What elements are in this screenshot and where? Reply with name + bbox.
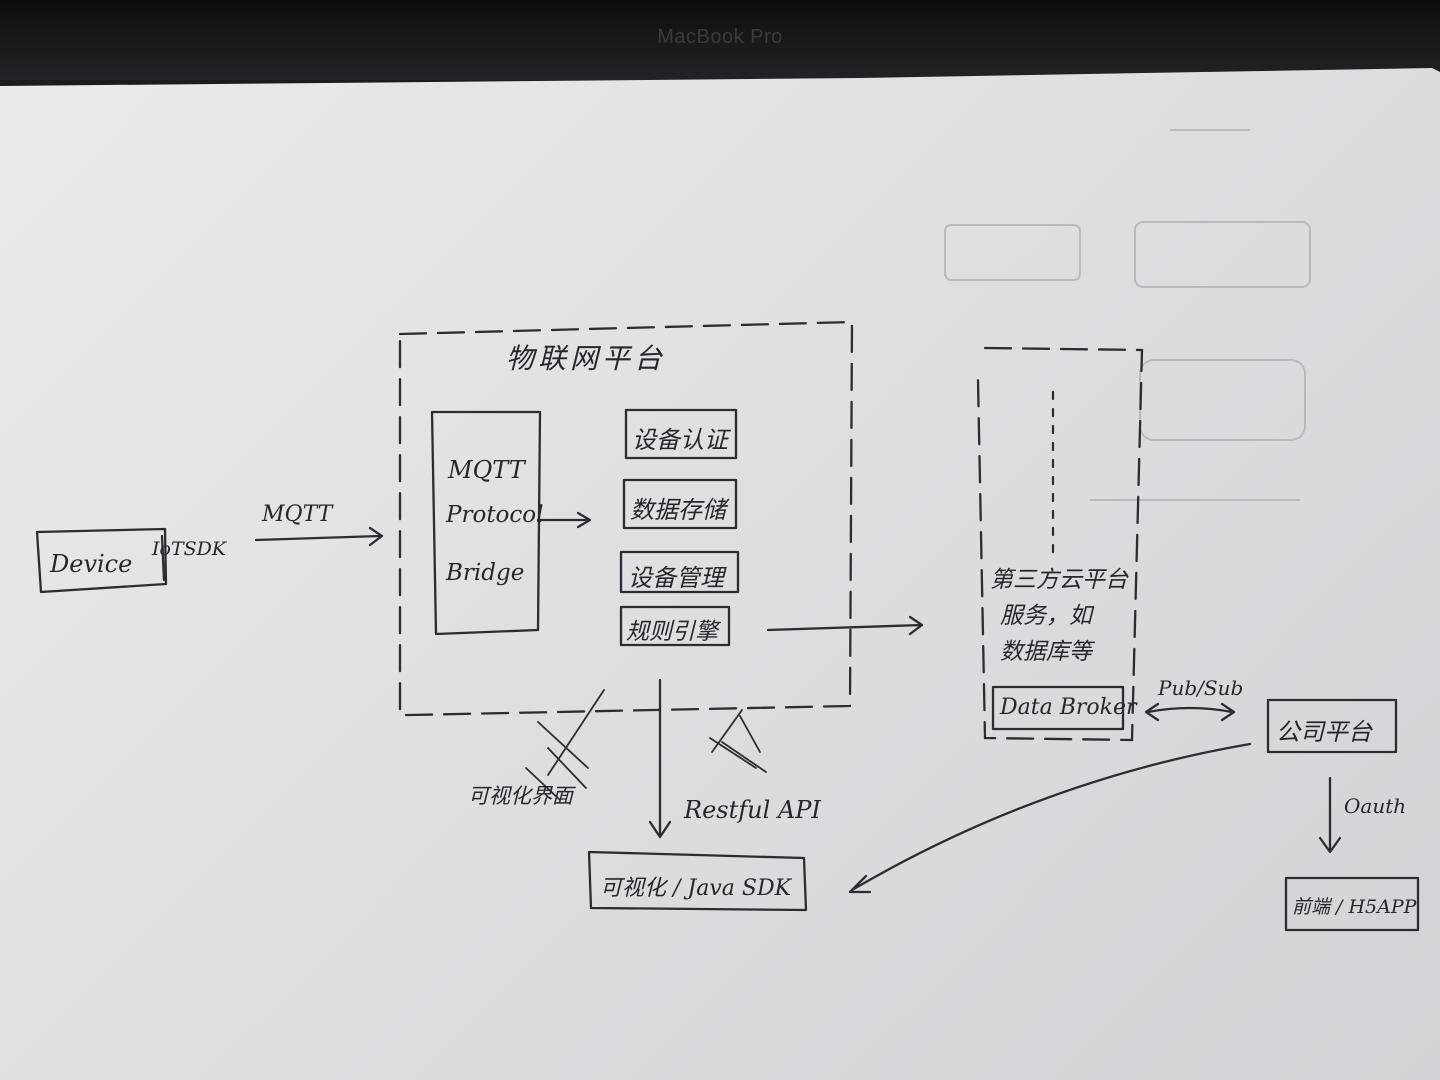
restful-arrow <box>648 678 672 839</box>
pubsub-double-arrow <box>1144 702 1236 722</box>
company-platform-box <box>1266 698 1398 754</box>
mqtt-arrow <box>254 526 384 547</box>
iot-sdk-label: IoTSDK <box>152 538 227 560</box>
service-auth-label: 设备认证 <box>632 426 728 454</box>
cloud-line-1: 第三方云平台 <box>990 567 1128 593</box>
data-broker-box <box>991 685 1125 731</box>
show-through-marks <box>944 129 1311 501</box>
iot-platform-container <box>398 320 854 717</box>
mqtt-edge-label: MQTT <box>262 502 333 527</box>
service-rules-label: 规则引擎 <box>626 619 718 645</box>
service-box-auth <box>624 408 738 460</box>
company-to-sdk-arrow <box>848 742 1252 894</box>
cloud-line-3: 数据库等 <box>1000 639 1092 665</box>
laptop-brand-label: MacBook Pro <box>657 26 783 48</box>
client-label: 前端 / H5APP <box>1292 896 1417 918</box>
service-storage-label: 数据存储 <box>630 496 726 524</box>
mqtt-bridge-line-3: Bridge <box>446 560 525 586</box>
oauth-label: Oauth <box>1344 794 1407 818</box>
pubsub-label: Pub/Sub <box>1158 676 1244 700</box>
company-platform-label: 公司平台 <box>1276 718 1372 746</box>
mqtt-bridge-line-1: MQTT <box>448 456 525 484</box>
cloud-services-container <box>976 346 1144 742</box>
platform-title: 物联网平台 <box>506 342 667 375</box>
service-box-management <box>619 550 740 594</box>
cloud-line-2: 服务，如 <box>1000 603 1092 629</box>
data-broker-label: Data Broker <box>1000 695 1137 720</box>
visual-sdk-label: 可视化 / Java SDK <box>600 876 792 901</box>
laptop-bezel: MacBook Pro <box>0 0 1440 80</box>
client-box <box>1284 876 1420 932</box>
visual-ui-label: 可视化界面 <box>468 784 573 808</box>
rules-to-cloud-arrow <box>766 615 924 636</box>
service-management-label: 设备管理 <box>628 564 724 592</box>
scribble-marks <box>525 689 767 801</box>
service-box-rules <box>619 605 731 647</box>
mqtt-bridge-line-2: Protocol <box>446 502 544 528</box>
mqtt-bridge-box <box>430 410 542 636</box>
visual-sdk-box <box>587 850 808 912</box>
service-box-storage <box>622 478 738 530</box>
device-box <box>35 527 168 594</box>
device-box-divider <box>160 534 166 582</box>
oauth-arrow <box>1318 776 1342 854</box>
bridge-to-services-arrow <box>536 511 592 529</box>
restful-api-label: Restful API <box>684 796 821 824</box>
device-label: Device <box>50 550 133 578</box>
